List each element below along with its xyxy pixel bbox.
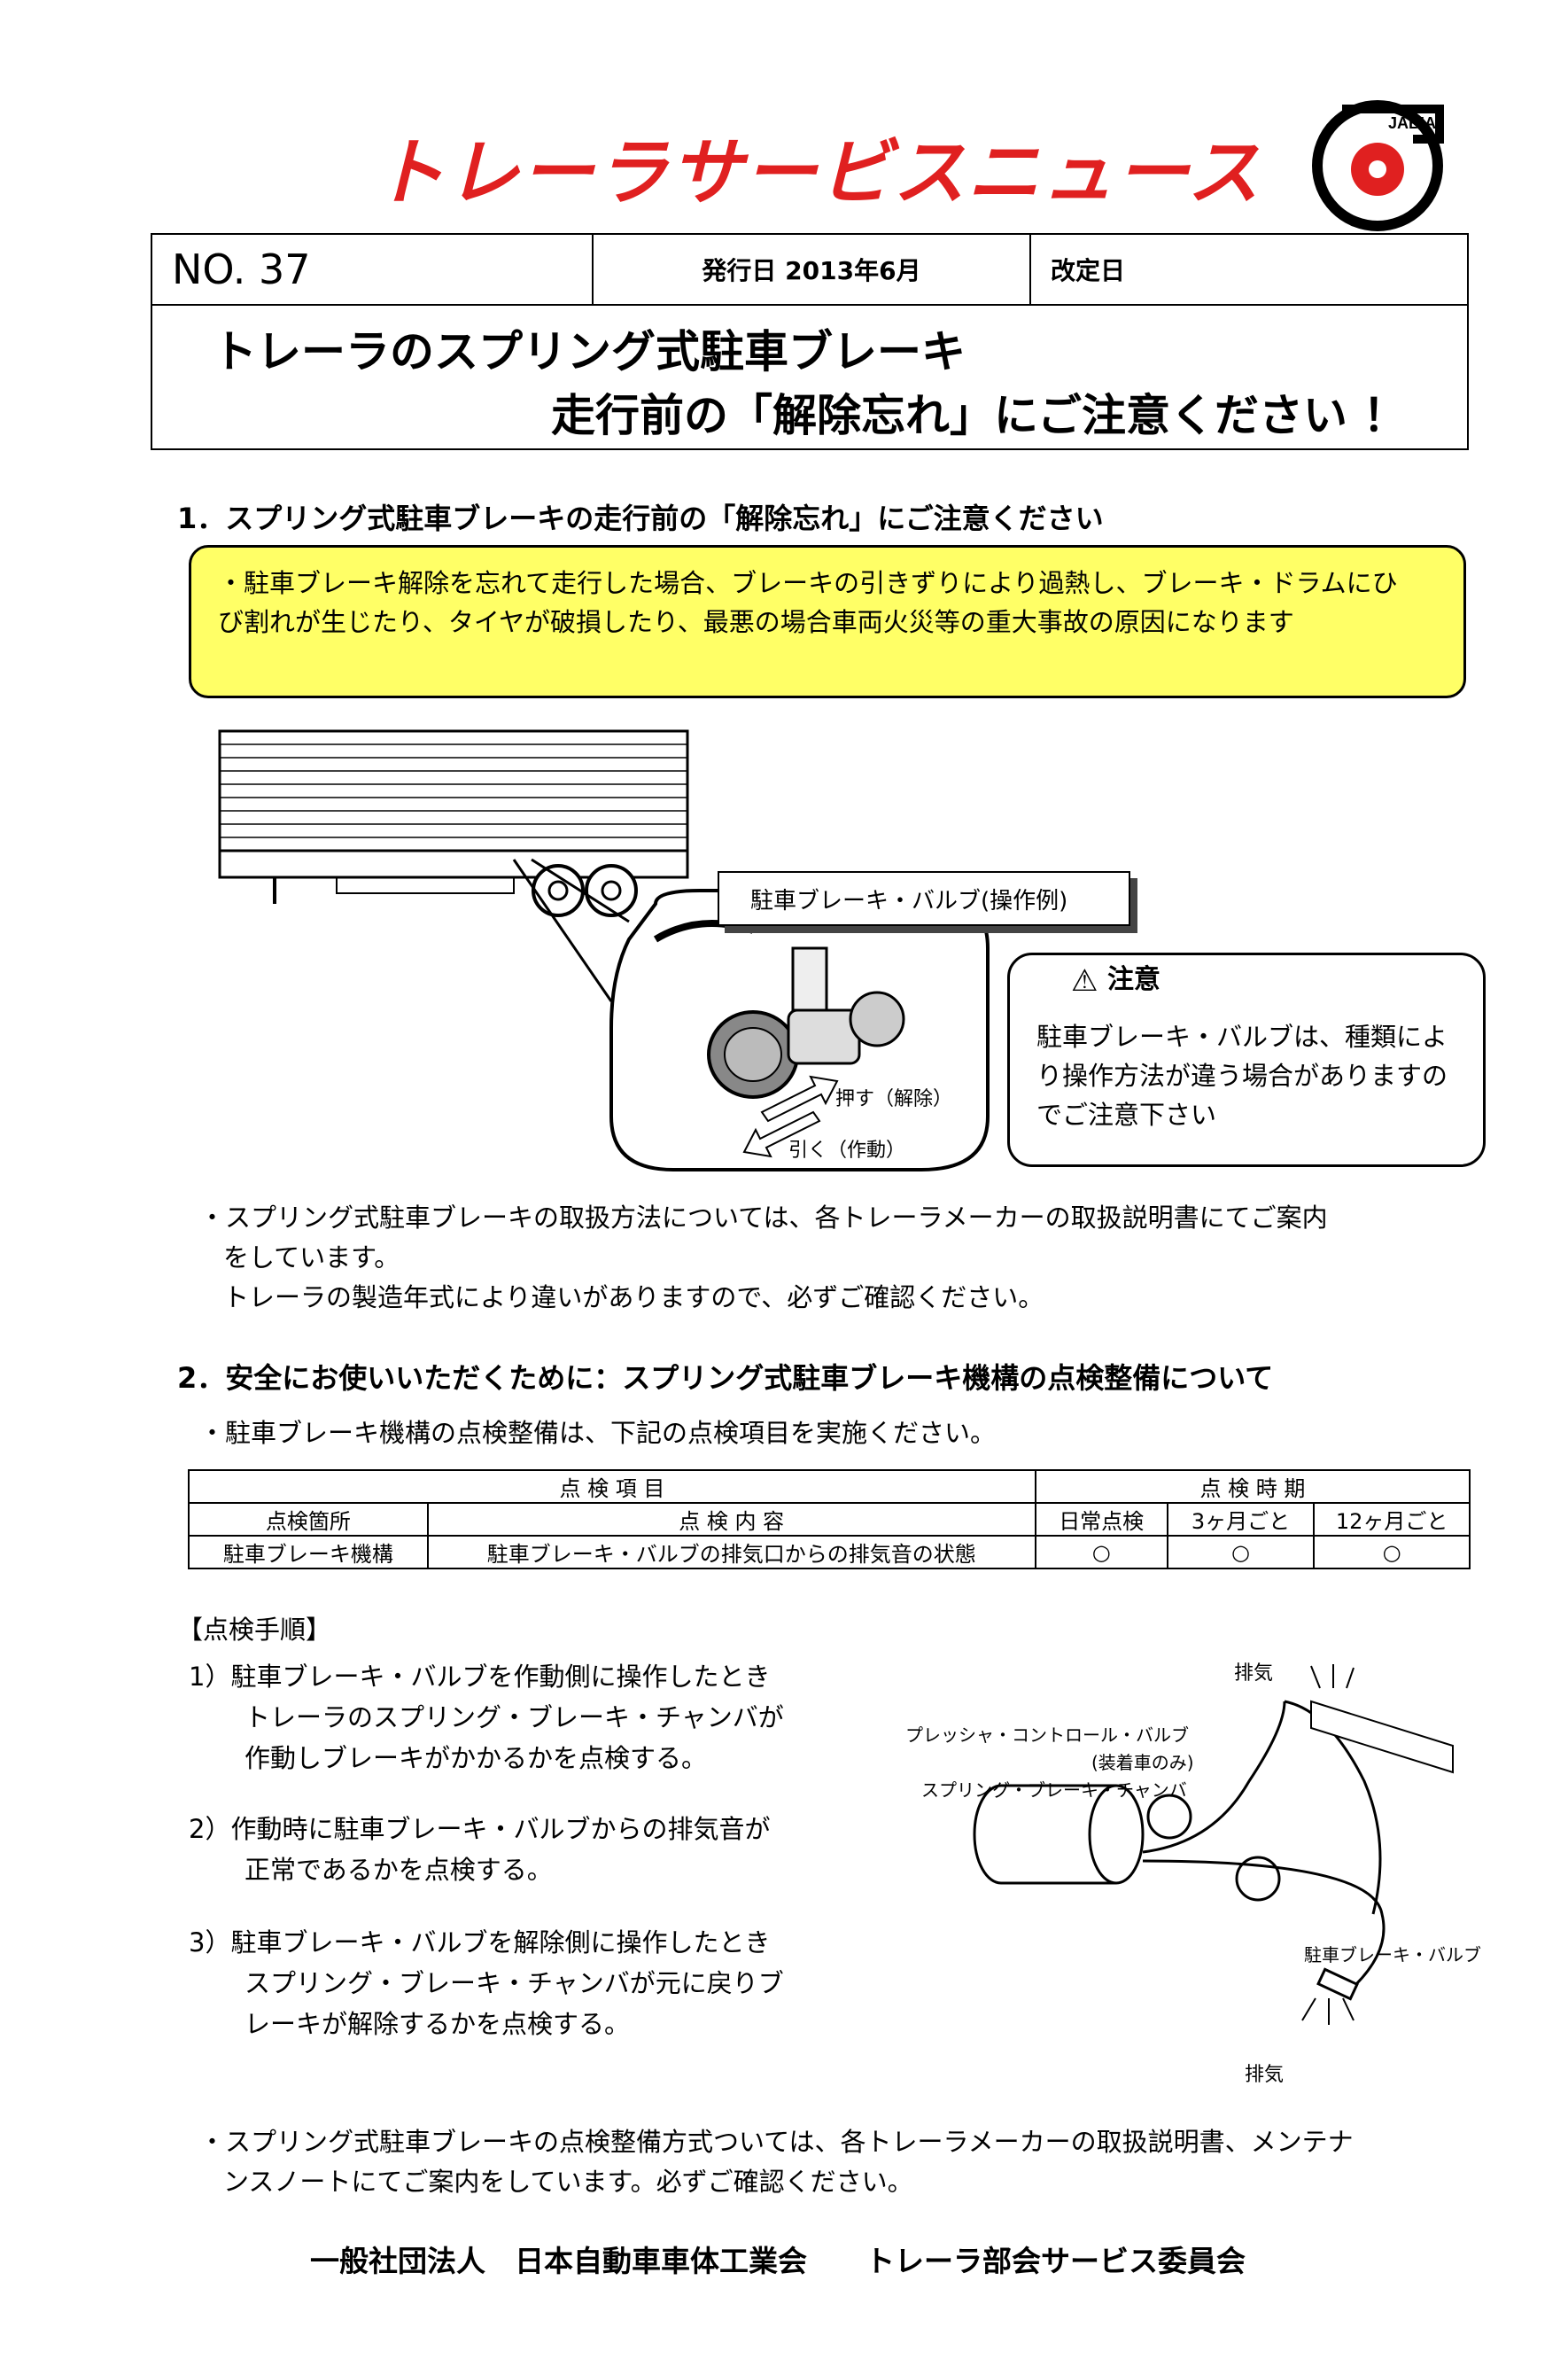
section-1-note-line-2: をしています。 xyxy=(223,1242,400,1273)
step-2-line-1: 2）作動時に駐車ブレーキ・バルブからの排気音が xyxy=(189,1814,771,1844)
step-3-line-2: スプリング・ブレーキ・チャンバが元に戻りブ xyxy=(245,1968,784,1998)
issue-header: NO. 37 発行日 2013年6月 改定日 トレーラのスプリング式駐車ブレーキ… xyxy=(151,233,1469,450)
row-3m: ○ xyxy=(1166,1535,1316,1569)
step-1-line-1: 1）駐車ブレーキ・バルブを作動側に操作したとき xyxy=(189,1662,771,1692)
parking-valve-label: 駐車ブレーキ・バルブ xyxy=(1304,1944,1481,1965)
table-group-items: 点 検 項 目 xyxy=(188,1469,1036,1504)
pressure-control-valve-note: (装着車のみ) xyxy=(1091,1752,1194,1773)
table-col-daily: 日常点検 xyxy=(1034,1502,1168,1537)
section-2-heading: 2．安全にお使いいただくために：スプリング式駐車ブレーキ機構の点検整備について xyxy=(177,1361,1274,1395)
table-col-content: 点 検 内 容 xyxy=(426,1502,1036,1537)
row-daily: ○ xyxy=(1034,1535,1168,1569)
exhaust-top-label: 排気 xyxy=(1234,1662,1274,1685)
procedure-heading: 【点検手順】 xyxy=(177,1615,332,1645)
inspection-table: 点 検 項 目 点 検 時 期 点検箇所 点 検 内 容 日常点検 3ヶ月ごと … xyxy=(188,1469,1471,1569)
logo-text: JABIA xyxy=(1388,114,1436,132)
step-3-line-3: レーキが解除するかを点検する。 xyxy=(245,2009,631,2039)
step-1-line-3: 作動しブレーキがかかるかを点検する。 xyxy=(245,1743,708,1773)
caution-box: 駐車ブレーキ・バルブは、種類により操作方法が違う場合がありますのでご注意下さい xyxy=(1007,953,1486,1167)
warning-triangle-icon: ⚠ xyxy=(1071,962,1098,999)
spring-chamber-label: スプリング・ブレーキ・チャンバ xyxy=(921,1779,1187,1801)
pull-apply-label: 引く（作動） xyxy=(788,1140,906,1162)
headline-line-1: トレーラのスプリング式駐車ブレーキ xyxy=(213,326,966,378)
step-3-line-1: 3）駐車ブレーキ・バルブを解除側に操作したとき xyxy=(189,1927,771,1958)
valve-zoom-bubble xyxy=(512,858,990,1171)
brake-system-diagram xyxy=(973,1664,1454,2025)
publisher-footer: 一般社団法人 日本自動車車体工業会 トレーラ部会サービス委員会 xyxy=(310,2244,1246,2278)
row-location: 駐車ブレーキ機構 xyxy=(188,1535,429,1569)
headline-line-2: 走行前の「解除忘れ」にご注意ください ！ xyxy=(551,390,1408,441)
section-1-note-line-1: ・スプリング式駐車ブレーキの取扱方法については、各トレーラメーカーの取扱説明書に… xyxy=(199,1203,1328,1233)
push-release-label: 押す（解除） xyxy=(835,1088,953,1110)
revision-date: 改定日 xyxy=(1051,256,1126,285)
issue-date: 発行日 2013年6月 xyxy=(594,235,1031,304)
table-col-3m: 3ヶ月ごと xyxy=(1166,1502,1316,1537)
valve-example-label: 駐車ブレーキ・バルブ(操作例) xyxy=(718,871,1130,926)
row-12m: ○ xyxy=(1313,1535,1471,1569)
table-col-location: 点検箇所 xyxy=(188,1502,429,1537)
caution-heading: ⚠ 注意 xyxy=(1059,957,1173,999)
jabia-logo: JABIA xyxy=(1312,100,1444,231)
table-row: 駐車ブレーキ機構 駐車ブレーキ・バルブの排気口からの排気音の状態 ○ ○ ○ xyxy=(188,1535,1471,1569)
section-1-heading: 1．スプリング式駐車ブレーキの走行前の「解除忘れ」にご注意ください xyxy=(177,502,1104,535)
section-1-note-line-3: トレーラの製造年式により違いがありますので、必ずご確認ください。 xyxy=(223,1282,1044,1312)
news-title: トレーラサービスニュース xyxy=(372,131,1261,215)
warning-box: ・駐車ブレーキ解除を忘れて走行した場合、ブレーキの引きずりにより過熱し、ブレーキ… xyxy=(189,545,1466,698)
step-2-line-2: 正常であるかを点検する。 xyxy=(245,1855,553,1885)
section-2-intro: ・駐車ブレーキ機構の点検整備は、下記の点検項目を実施ください。 xyxy=(199,1418,997,1448)
table-col-12m: 12ヶ月ごと xyxy=(1313,1502,1471,1537)
row-content: 駐車ブレーキ・バルブの排気口からの排気音の状態 xyxy=(426,1535,1036,1569)
section-2-note-line-1: ・スプリング式駐車ブレーキの点検整備方式ついては、各トレーラメーカーの取扱説明書… xyxy=(199,2127,1354,2157)
exhaust-bottom-label: 排気 xyxy=(1245,2064,1285,2086)
table-group-period: 点 検 時 期 xyxy=(1034,1469,1471,1504)
issue-number: NO. 37 xyxy=(152,235,594,304)
section-2-note-line-2: ンスノートにてご案内をしています。必ずご確認ください。 xyxy=(223,2167,913,2197)
pressure-control-valve-label: プレッシャ・コントロール・バルブ xyxy=(905,1724,1189,1746)
step-1-line-2: トレーラのスプリング・ブレーキ・チャンバが xyxy=(245,1702,784,1732)
trailer-illustration xyxy=(218,729,689,917)
